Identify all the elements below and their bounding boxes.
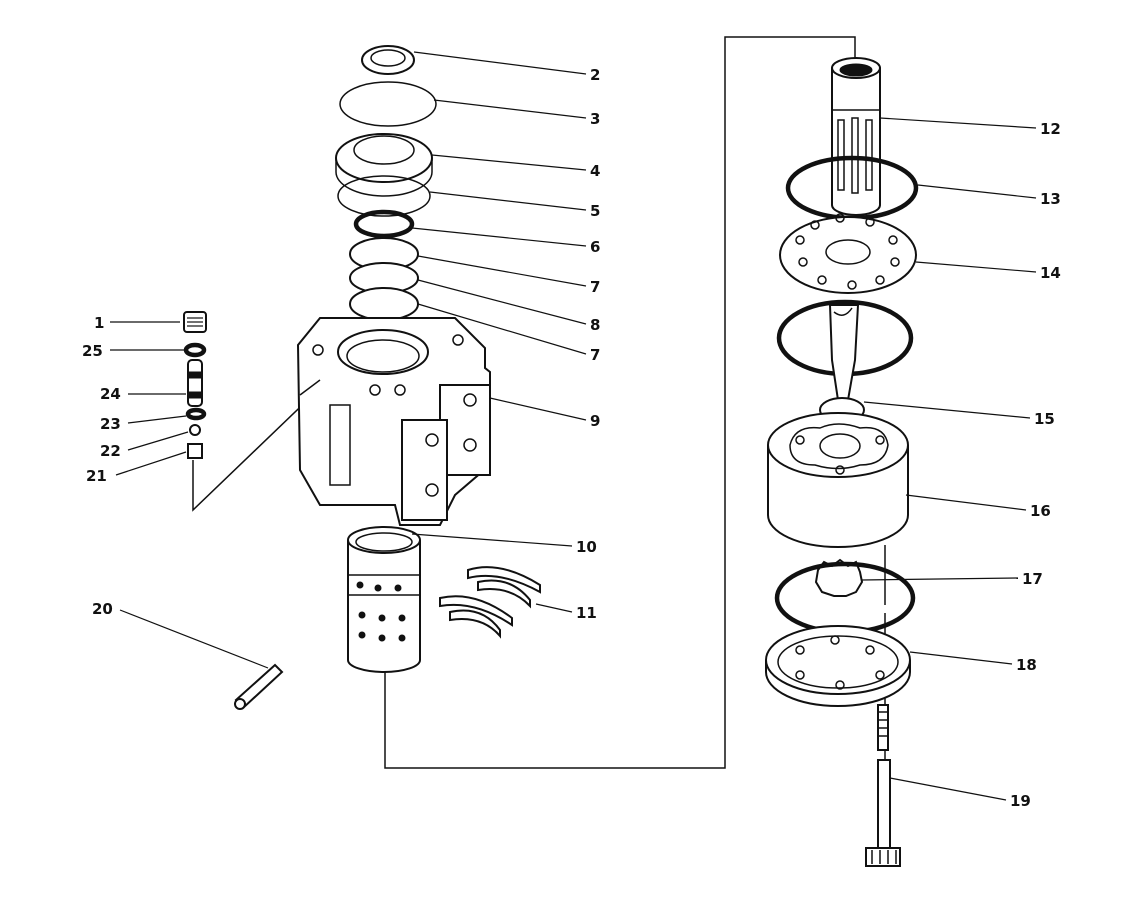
relief-valve-parts — [183, 311, 207, 459]
callout-4: 4 — [590, 162, 600, 180]
callout-25: 25 — [82, 342, 103, 360]
callout-6: 6 — [590, 238, 600, 256]
part-1-plug — [183, 311, 207, 333]
part-16-gerotor — [767, 412, 909, 548]
callout-17: 17 — [1022, 570, 1043, 588]
part-6-quad-ring — [353, 209, 415, 239]
part-22-ball — [189, 424, 201, 436]
callout-19: 19 — [1010, 792, 1031, 810]
part-25-o-ring — [183, 342, 207, 358]
callout-3: 3 — [590, 110, 600, 128]
part-12-drive-shaft — [831, 57, 881, 216]
callout-11: 11 — [576, 604, 597, 622]
callout-16: 16 — [1030, 502, 1051, 520]
part-4-retainer — [335, 133, 433, 197]
callout-7b: 7 — [590, 346, 600, 364]
callout-labels: 1 25 24 23 22 21 20 2 3 4 5 6 7 8 7 9 10… — [82, 66, 1061, 810]
callout-18: 18 — [1016, 656, 1037, 674]
callout-14: 14 — [1040, 264, 1061, 282]
part-14-spacer-plate — [779, 213, 917, 294]
part-18-end-cap — [765, 625, 911, 707]
part-19-bolt — [865, 704, 901, 867]
callout-20: 20 — [92, 600, 113, 618]
callout-8: 8 — [590, 316, 600, 334]
part-15-drive-link — [819, 304, 865, 423]
callout-24: 24 — [100, 385, 121, 403]
callout-7a: 7 — [590, 278, 600, 296]
part-10-sleeve — [347, 526, 421, 673]
seal-stack — [335, 45, 437, 321]
callout-5: 5 — [590, 202, 600, 220]
callout-13: 13 — [1040, 190, 1061, 208]
part-3-o-ring — [339, 81, 437, 127]
part-20-pin — [234, 663, 284, 710]
part-11-springs — [439, 566, 541, 639]
part-5-o-ring — [337, 175, 431, 217]
part-21-seat — [187, 443, 203, 459]
callout-1: 1 — [94, 314, 104, 332]
callout-22: 22 — [100, 442, 121, 460]
part-23-o-ring — [185, 407, 207, 421]
callout-2: 2 — [590, 66, 600, 84]
callout-12: 12 — [1040, 120, 1061, 138]
part-7b-backup — [349, 287, 419, 321]
callout-9: 9 — [590, 412, 600, 430]
callout-15: 15 — [1034, 410, 1055, 428]
callout-21: 21 — [86, 467, 107, 485]
callout-23: 23 — [100, 415, 121, 433]
part-24-spool — [187, 359, 203, 407]
callout-10: 10 — [576, 538, 597, 556]
part-2-seal — [361, 45, 415, 75]
leader-lines — [110, 51, 1037, 801]
part-9-housing — [296, 317, 491, 526]
